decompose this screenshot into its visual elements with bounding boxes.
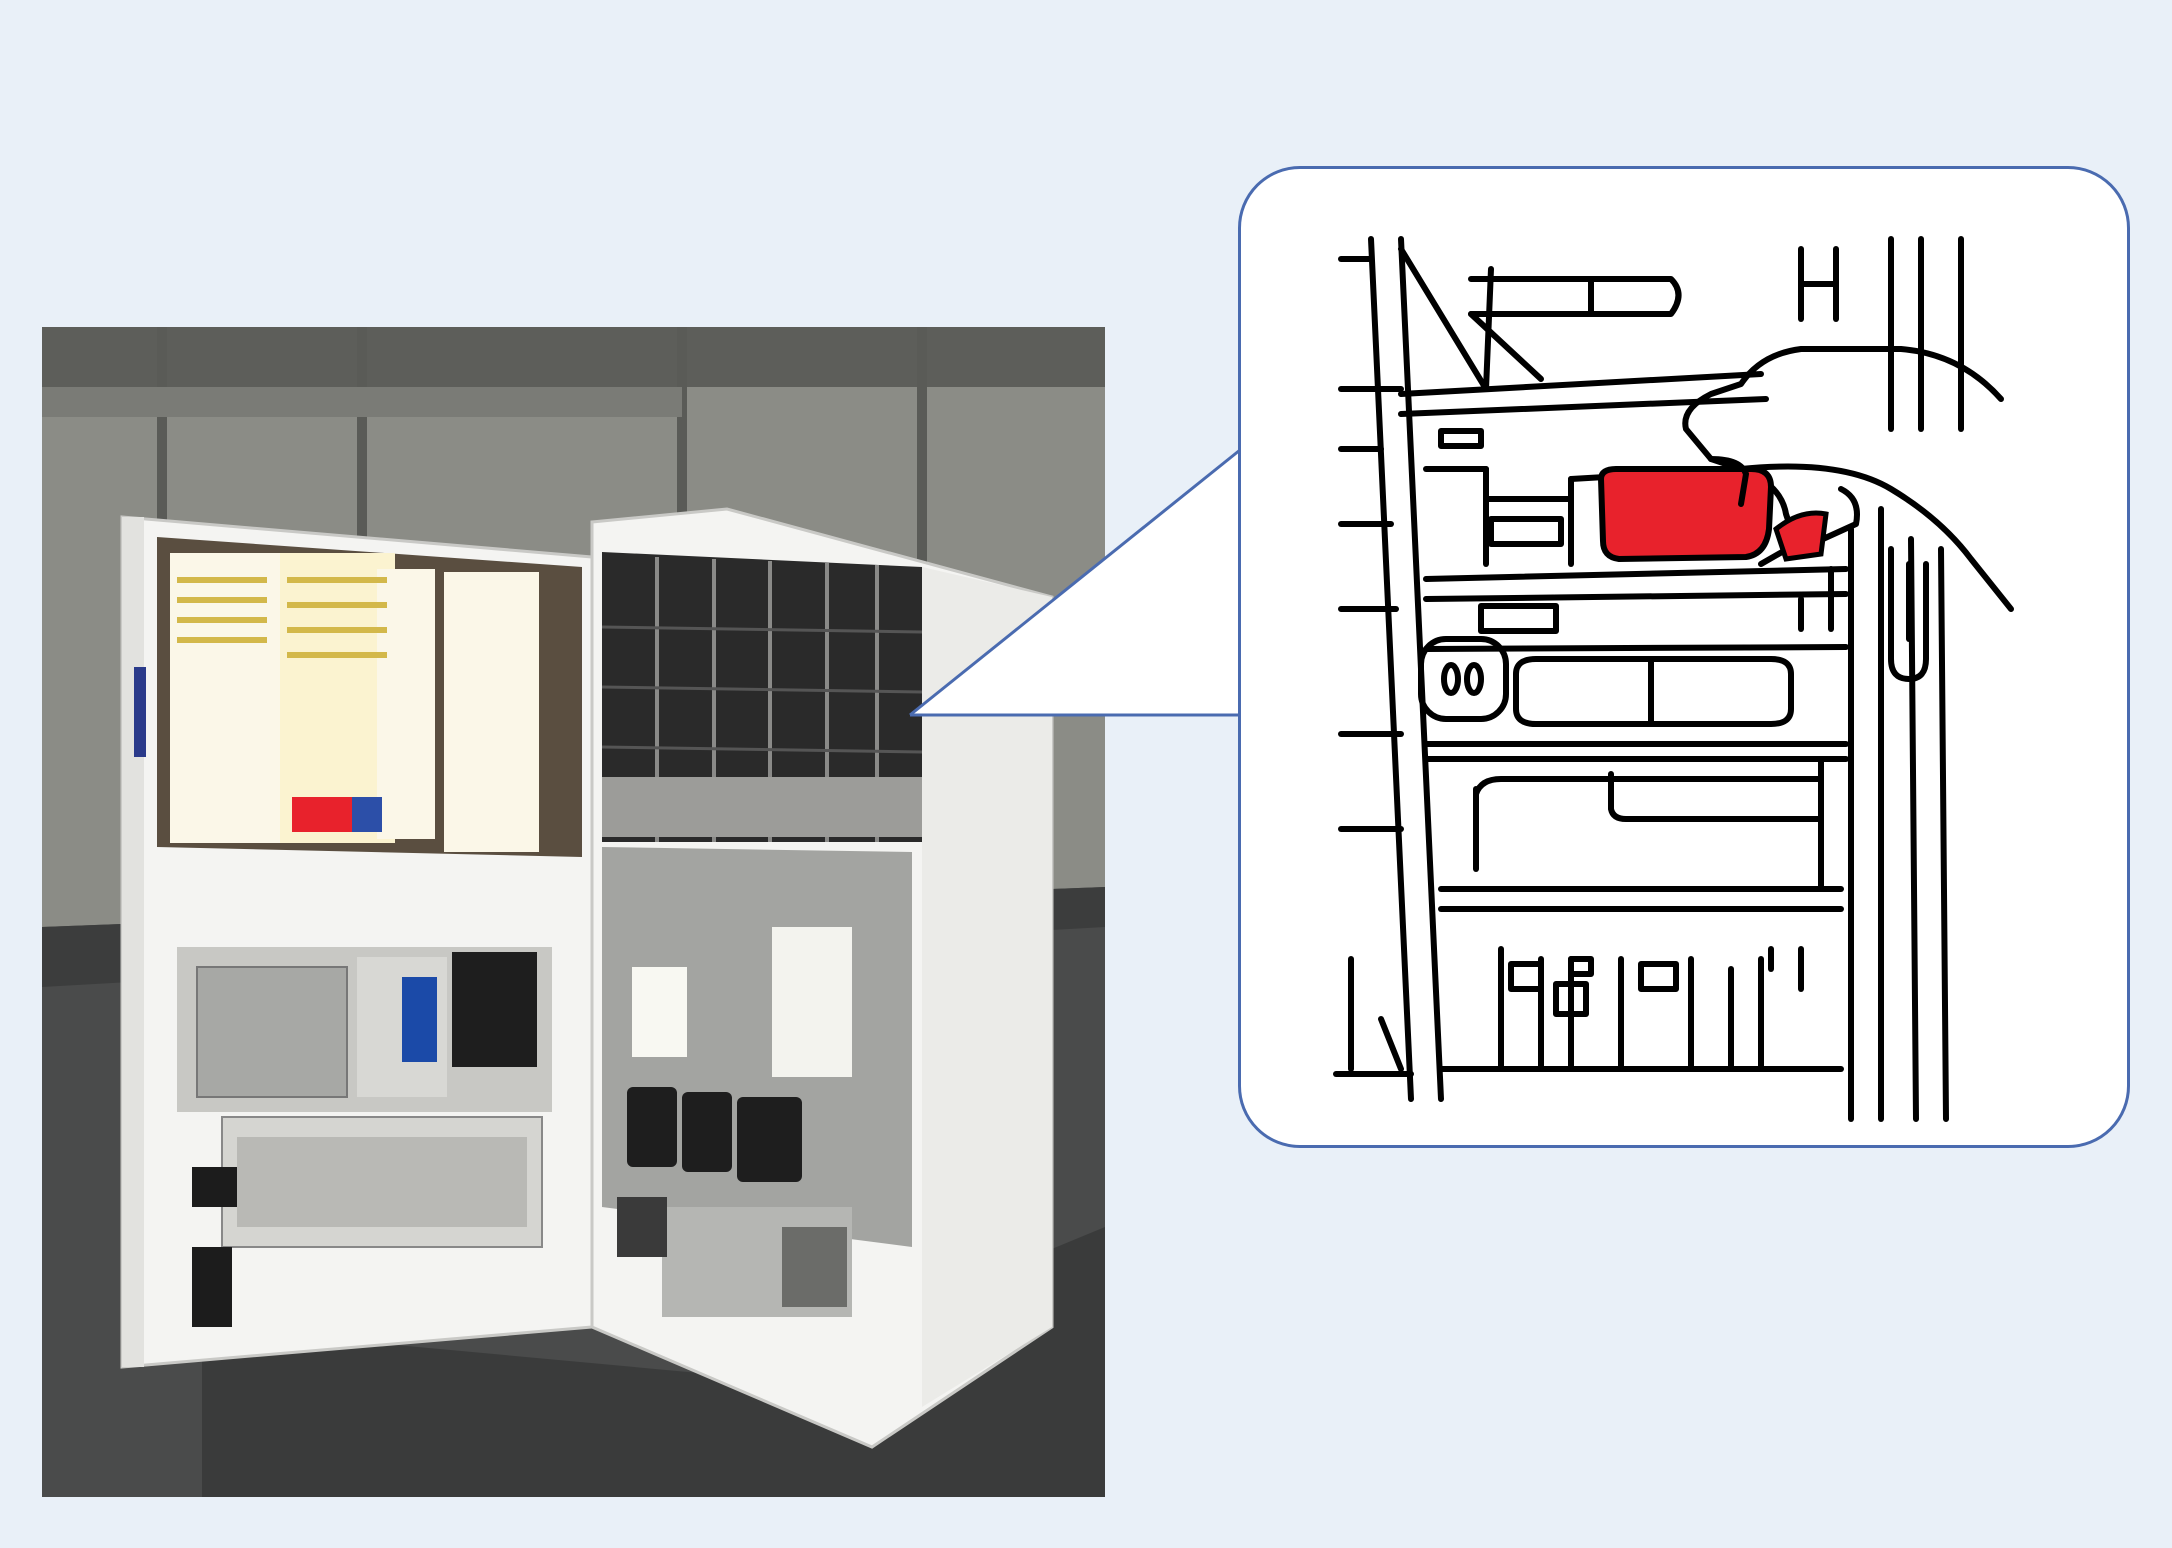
- product-columns: [602, 552, 922, 842]
- open-door: [120, 515, 594, 1369]
- coin-mechanism: [402, 977, 437, 1062]
- detail-illustration: [1238, 166, 2130, 1148]
- photo-drawing: [42, 327, 1105, 1497]
- vending-machine-photo: [42, 327, 1105, 1497]
- door-frame-line: [1368, 236, 1414, 1102]
- hand-outline: [1682, 346, 2004, 462]
- cabinet-body: [590, 507, 1054, 1449]
- red-product: [1597, 466, 1775, 563]
- line-drawing: [1333, 236, 2014, 1122]
- instruction-sheet: [170, 553, 280, 843]
